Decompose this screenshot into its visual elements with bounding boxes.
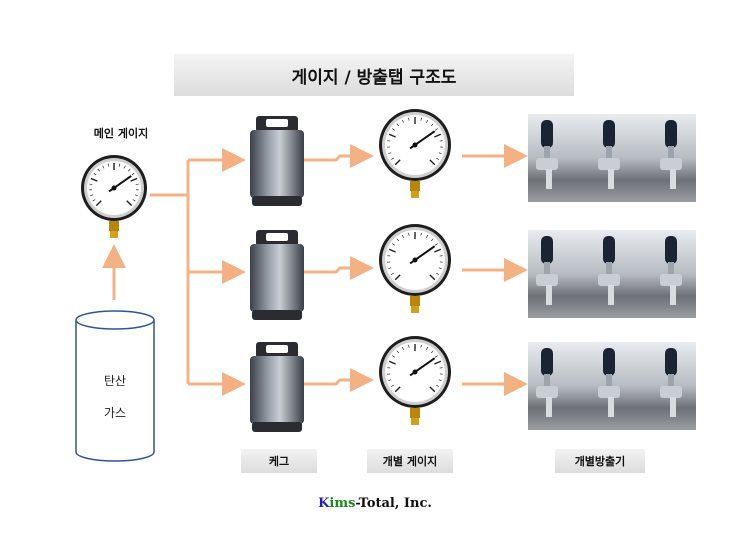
kegs-group xyxy=(250,116,304,432)
pressure-gauge-icon-3 xyxy=(379,336,451,425)
gas-tank-label-line1: 탄산 xyxy=(76,372,154,389)
pressure-gauge-icon-1 xyxy=(379,109,451,198)
main-gauge-label: 메인 게이지 xyxy=(76,122,166,144)
beer-tap-icon-1 xyxy=(528,114,696,202)
beer-tap-icon-2 xyxy=(528,230,696,318)
keg-icon-3 xyxy=(250,342,304,432)
keg-icon-2 xyxy=(250,230,304,320)
keg-label: 케그 xyxy=(241,449,317,473)
individual-gauge-label: 개별 게이지 xyxy=(367,449,453,473)
individual-tap-label: 개별방출기 xyxy=(555,449,645,473)
arrow-keg-3-to-gauge-3 xyxy=(304,380,368,384)
beer-tap-icon-3 xyxy=(528,342,696,430)
company-name-rest: -Total, Inc. xyxy=(355,496,432,511)
page-title: 게이지 / 방출탭 구조도 xyxy=(174,54,574,96)
company-name: Kims-Total, Inc. xyxy=(0,496,750,511)
pressure-gauge-icon-2 xyxy=(379,224,451,313)
keg-icon-1 xyxy=(250,116,304,206)
taps-group xyxy=(528,114,696,430)
gas-tank-label-line2: 가스 xyxy=(76,404,154,421)
company-name-ims: ims xyxy=(329,496,355,511)
arrow-keg-2-to-gauge-2 xyxy=(304,268,368,272)
arrow-keg-1-to-gauge-1 xyxy=(304,156,368,160)
flow-arrows xyxy=(114,156,522,384)
company-name-k: K xyxy=(318,496,329,511)
main-pressure-gauge-icon xyxy=(81,155,147,238)
